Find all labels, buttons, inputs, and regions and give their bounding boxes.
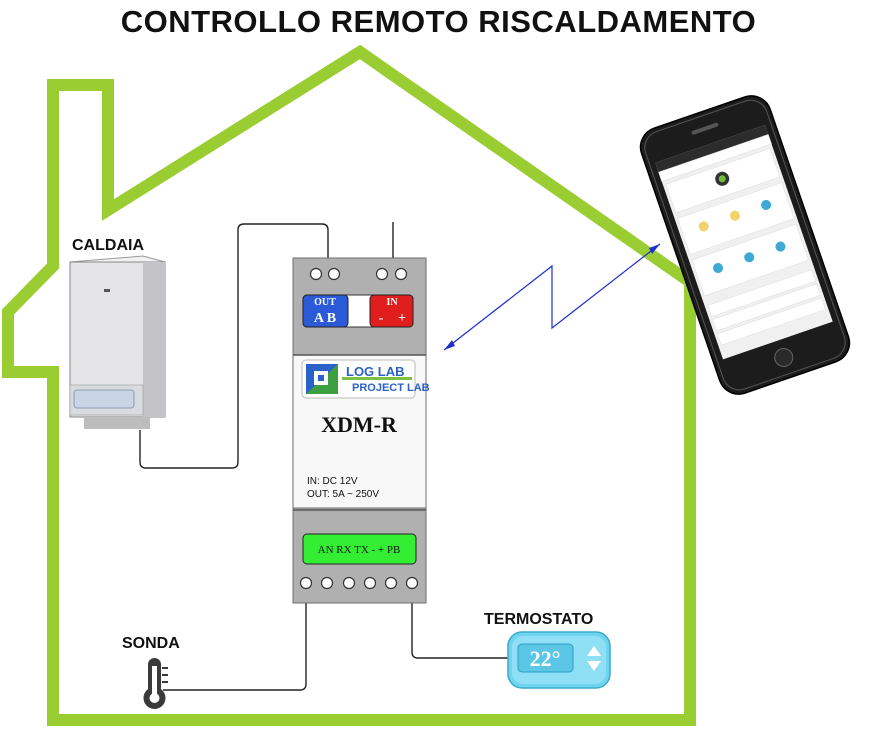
bottom-terminals (299, 576, 419, 590)
probe-wire (163, 598, 307, 691)
thermostat-down-arrow (587, 661, 601, 671)
spec-out: OUT: 5A ~ 250V (307, 489, 379, 500)
boiler-label: CALDAIA (72, 237, 144, 254)
bottom-pins-block (302, 533, 417, 565)
top-terminals (309, 267, 408, 281)
boiler-icon (69, 255, 166, 429)
out-terminal-block (302, 294, 349, 328)
bottom-pins-label: AN RX TX - + PB (318, 544, 401, 556)
logo-bottom-text: PROJECT LAB (352, 382, 430, 394)
device-model: XDM-R (321, 412, 398, 437)
in-minus: - (379, 311, 384, 326)
house-outline (1, 44, 696, 726)
wireless-link (443, 243, 661, 351)
in-label: IN (386, 297, 398, 308)
smartphone-icon (639, 95, 851, 395)
spec-in: IN: DC 12V (307, 476, 358, 487)
out-label: OUT (314, 297, 336, 308)
thermostat-up-arrow (587, 646, 601, 656)
xdm-r-device: OUT A B IN - + LOG LAB PROJECT LAB XDM-R… (292, 257, 430, 604)
thermostat-label: TERMOSTATO (484, 611, 593, 628)
thermostat-display: 22° (530, 646, 561, 671)
out-pins: A B (314, 311, 336, 326)
diagram-title: CONTROLLO REMOTO RISCALDAMENTO (120, 4, 757, 39)
boiler-wire (139, 223, 329, 469)
log-lab-logo: LOG LAB PROJECT LAB (301, 359, 430, 399)
probe-label: SONDA (122, 635, 180, 652)
in-plus: + (398, 311, 406, 326)
thermostat-icon: 22° (507, 631, 611, 689)
thermometer-icon (143, 658, 168, 709)
thermostat-wire (411, 598, 508, 659)
in-terminal-block (369, 294, 414, 328)
logo-top-text: LOG LAB (346, 364, 405, 379)
